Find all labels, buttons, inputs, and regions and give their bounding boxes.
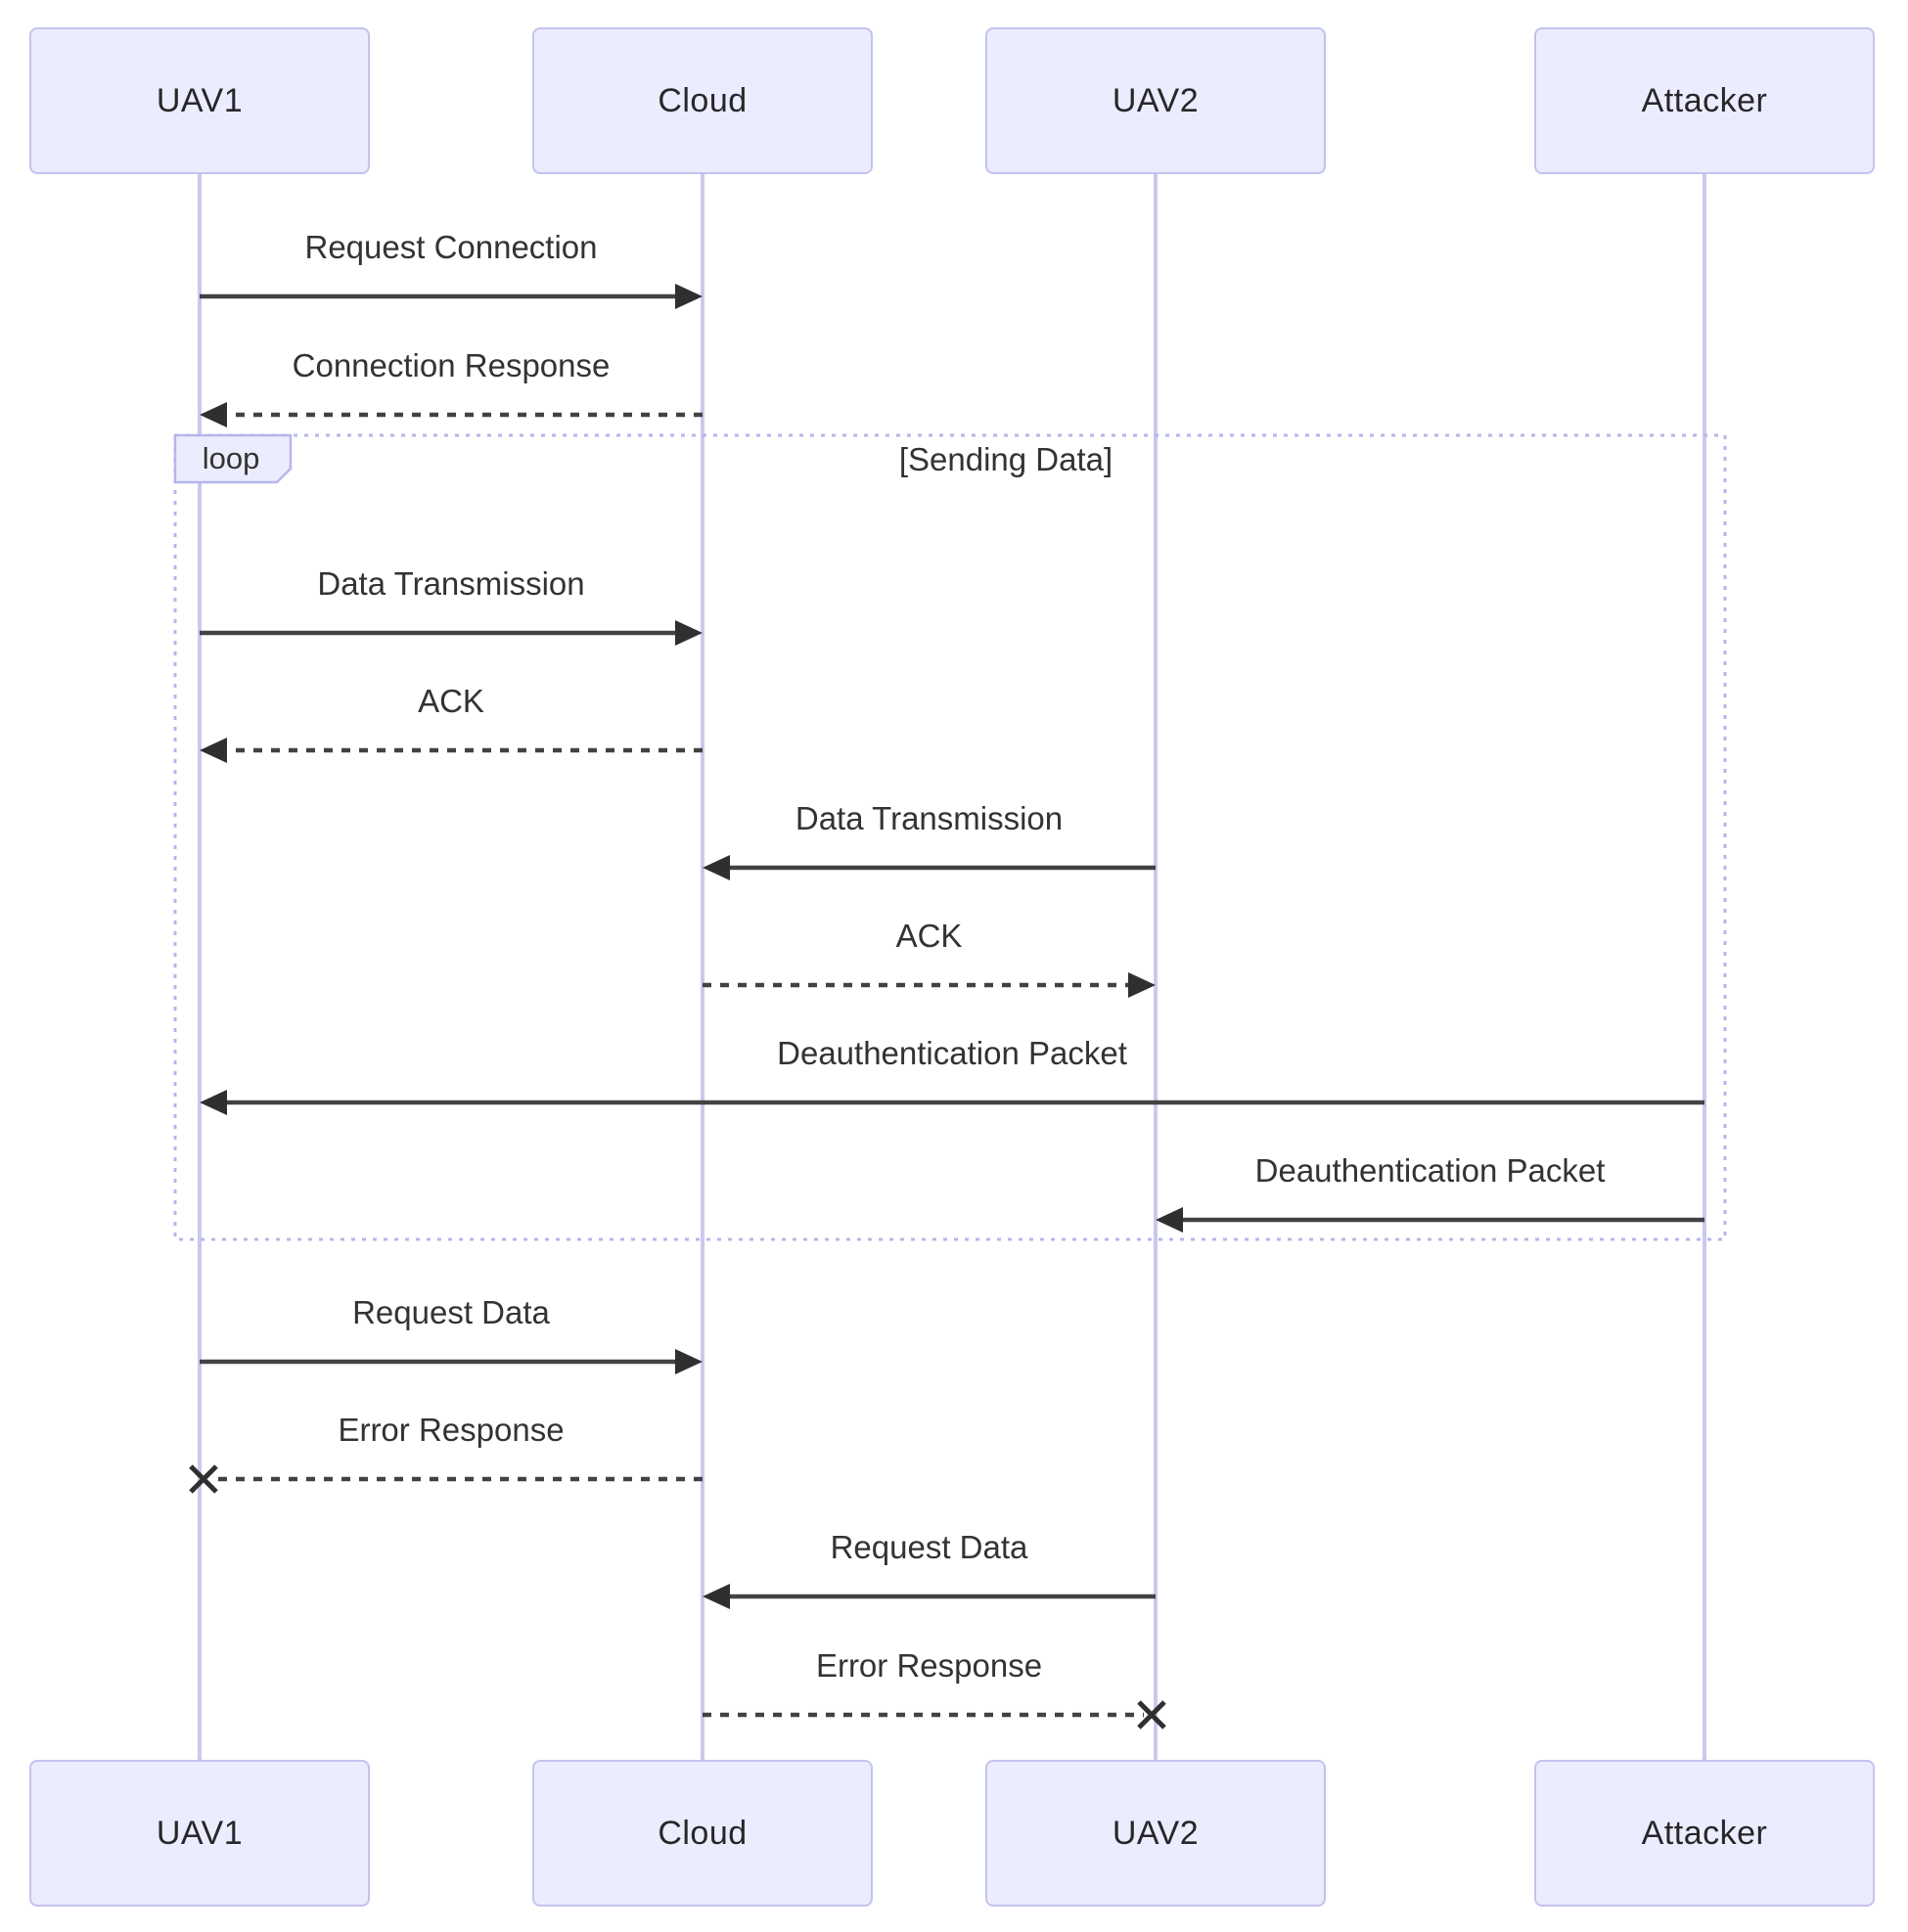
arrowhead-icon	[703, 1584, 730, 1609]
participant-bottom-cloud: Cloud	[532, 1760, 873, 1907]
arrowhead-icon	[675, 620, 703, 646]
arrowhead-icon	[703, 855, 730, 880]
participant-label: Cloud	[658, 82, 748, 119]
participant-label: Cloud	[658, 1815, 748, 1852]
participant-top-uav1: UAV1	[29, 27, 370, 174]
message-text-6: Deauthentication Packet	[777, 1035, 1127, 1072]
participant-bottom-uav1: UAV1	[29, 1760, 370, 1907]
arrowhead-icon	[675, 1349, 703, 1374]
participant-top-cloud: Cloud	[532, 27, 873, 174]
cross-icon	[189, 1464, 218, 1494]
loop-label-shape	[173, 433, 293, 484]
message-text-8: Request Data	[352, 1294, 550, 1331]
loop-keyword-label: loop	[202, 441, 260, 475]
loop-condition-label: [Sending Data]	[898, 441, 1113, 478]
arrowhead-icon	[200, 1090, 227, 1115]
participant-bottom-uav2: UAV2	[985, 1760, 1326, 1907]
arrowhead-icon	[1156, 1207, 1183, 1233]
arrowhead-icon	[1128, 972, 1156, 998]
arrowhead-icon	[675, 284, 703, 309]
cross-icon	[1137, 1700, 1166, 1730]
message-text-3: ACK	[418, 683, 484, 720]
message-text-11: Error Response	[815, 1647, 1043, 1685]
message-text-10: Request Data	[830, 1529, 1028, 1566]
message-text-4: Data Transmission	[795, 800, 1064, 837]
message-text-1: Connection Response	[292, 347, 611, 384]
participant-top-attacker: Attacker	[1534, 27, 1875, 174]
participant-label: UAV1	[156, 1815, 244, 1852]
participant-label: Attacker	[1641, 1815, 1768, 1852]
participant-bottom-attacker: Attacker	[1534, 1760, 1875, 1907]
arrowhead-icon	[200, 402, 227, 427]
message-text-0: Request Connection	[304, 229, 598, 266]
participant-top-uav2: UAV2	[985, 27, 1326, 174]
participant-label: Attacker	[1641, 82, 1768, 119]
participant-label: UAV1	[156, 82, 244, 119]
message-text-9: Error Response	[338, 1412, 565, 1449]
participant-label: UAV2	[1112, 1815, 1200, 1852]
message-text-2: Data Transmission	[317, 565, 585, 603]
participant-label: UAV2	[1112, 82, 1200, 119]
arrowhead-icon	[200, 738, 227, 763]
message-text-7: Deauthentication Packet	[1254, 1152, 1606, 1190]
loop-frame	[173, 433, 1727, 1241]
message-text-5: ACK	[895, 918, 963, 955]
